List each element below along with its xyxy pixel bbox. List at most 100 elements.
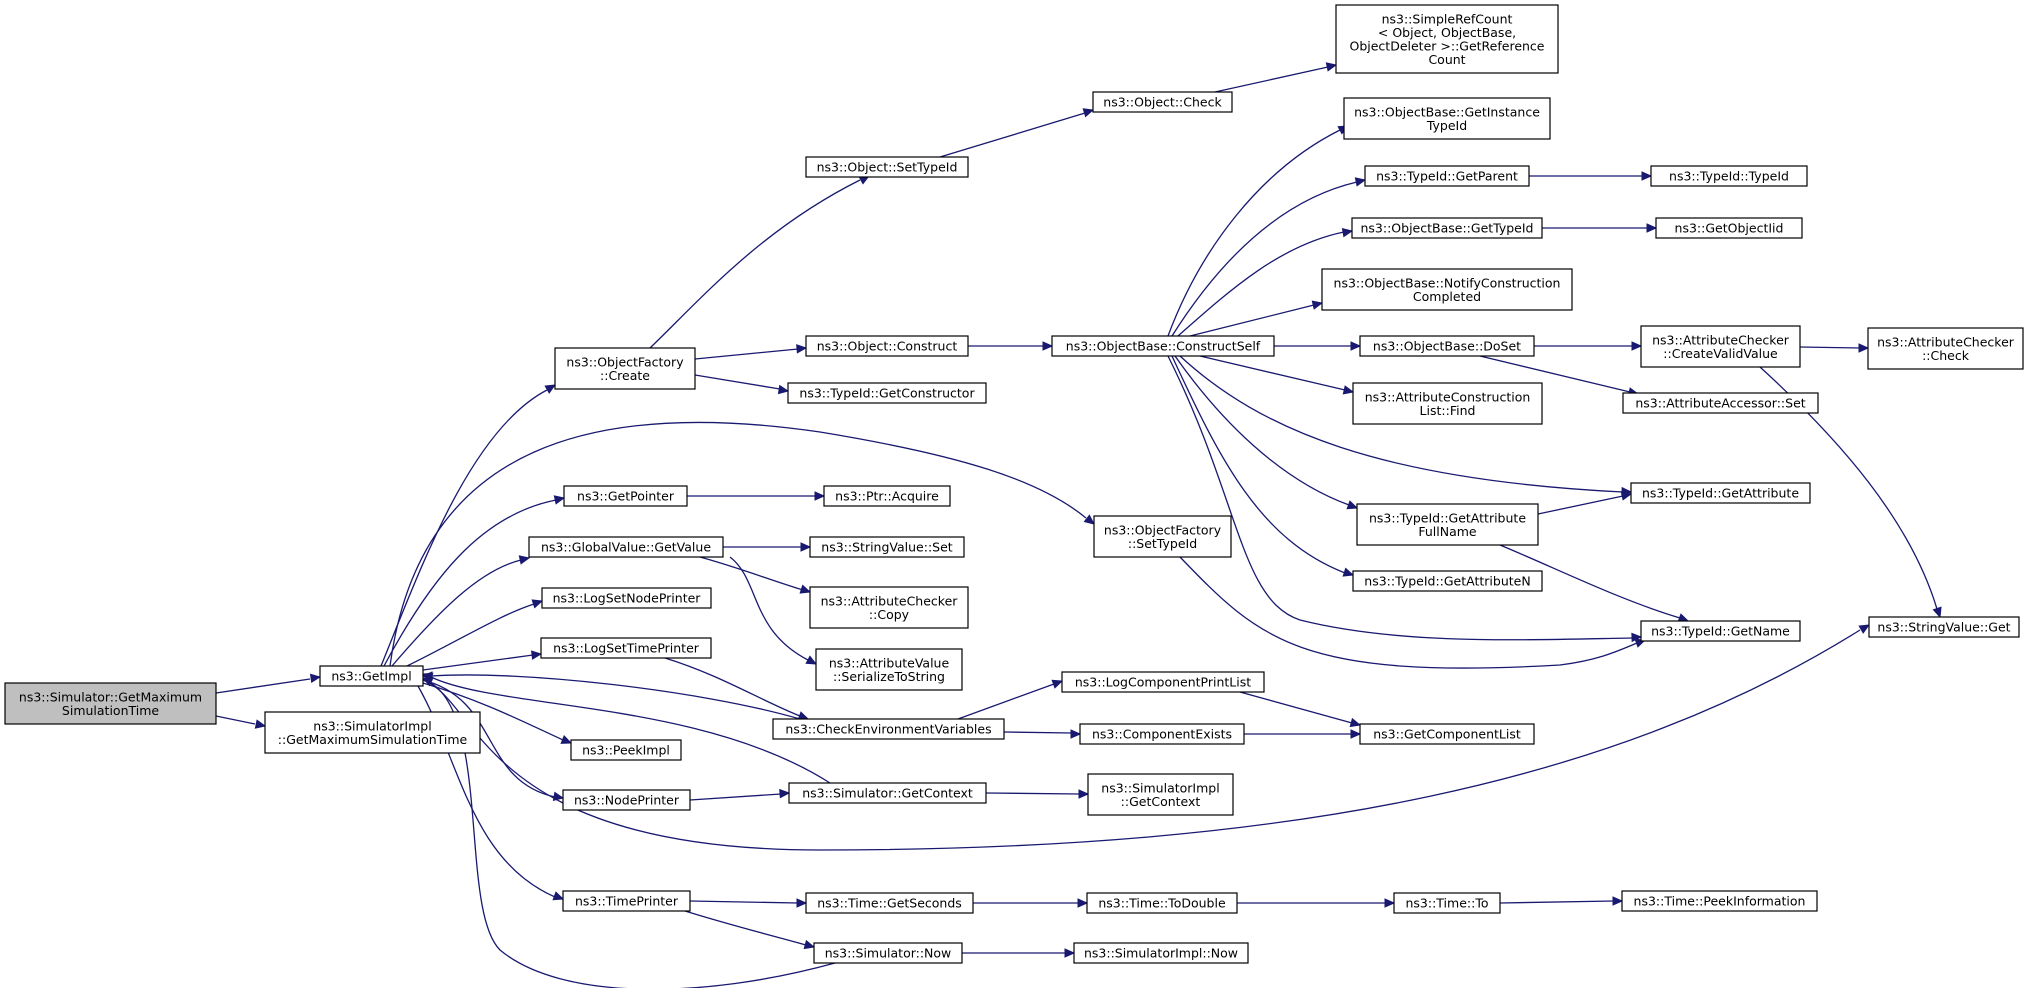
node-box — [540, 637, 712, 659]
arrowhead — [1346, 500, 1359, 510]
edge-ob_constructself-to-ob_getinst — [1167, 125, 1350, 337]
node-logsetnode[interactable]: ns3::LogSetNodePrinter — [541, 587, 712, 609]
node-label: ns3::CheckEnvironmentVariables — [785, 722, 991, 737]
node-obj-check[interactable]: ns3::Object::Check — [1092, 91, 1233, 113]
arrowhead — [1342, 567, 1355, 577]
node-time-getsec[interactable]: ns3::Time::GetSeconds — [805, 892, 974, 914]
call-arrow-line — [1174, 355, 1350, 506]
call-arrow-line — [1537, 495, 1624, 515]
node-ac-check[interactable]: ns3::AttributeChecker::Check — [1867, 327, 2024, 370]
edge-checkenv-to-lcpl — [957, 679, 1064, 720]
node-ob-gettypeid[interactable]: ns3::ObjectBase::GetTypeId — [1351, 217, 1543, 239]
node-av-ser[interactable]: ns3::AttributeValue::SerializeToString — [815, 648, 963, 691]
node-obj-settypeid[interactable]: ns3::Object::SetTypeId — [805, 156, 969, 178]
node-ob-notify[interactable]: ns3::ObjectBase::NotifyConstructionCompl… — [1321, 268, 1573, 311]
node-box — [1079, 723, 1245, 745]
node-of-create[interactable]: ns3::ObjectFactory::Create — [554, 347, 696, 390]
node-label: ::GetContext — [1121, 794, 1201, 809]
node-box — [1621, 890, 1818, 912]
edge-ob_constructself-to-tid_getattrn — [1171, 355, 1355, 577]
node-label: ::CreateValidValue — [1663, 346, 1778, 361]
node-box — [1630, 482, 1811, 504]
node-label: ns3::Ptr::Acquire — [835, 489, 939, 504]
node-tid-getname[interactable]: ns3::TypeId::GetName — [1640, 620, 1801, 642]
node-logsettime[interactable]: ns3::LogSetTimePrinter — [540, 637, 712, 659]
edge-obj_check-to-src_getref — [1214, 62, 1338, 93]
node-label: ns3::AttributeChecker — [1652, 332, 1790, 347]
node-label: ns3::ObjectBase::ConstructSelf — [1066, 339, 1261, 354]
edge-of_create-to-tid_getctor — [694, 374, 790, 395]
node-label: List::Find — [1420, 403, 1476, 418]
call-arrow-line — [1177, 231, 1345, 337]
edge-sim_getcontext-to-getimpl — [421, 672, 831, 784]
node-getcomplist[interactable]: ns3::GetComponentList — [1359, 723, 1535, 745]
node-label: ns3::Object::Check — [1103, 95, 1222, 110]
node-time-peekinfo[interactable]: ns3::Time::PeekInformation — [1621, 890, 1818, 912]
node-label: ns3::LogSetNodePrinter — [553, 591, 702, 606]
node-ac-copy[interactable]: ns3::AttributeChecker::Copy — [809, 586, 969, 629]
node-label: ns3::TypeId::GetAttribute — [1642, 486, 1799, 501]
node-box — [1086, 892, 1238, 914]
edge-getimpl-to-getpointer — [383, 495, 566, 667]
node-box — [805, 156, 969, 178]
arrowhead — [254, 719, 267, 729]
node-aa-set[interactable]: ns3::AttributeAccessor::Set — [1622, 392, 1819, 414]
node-getimpl[interactable]: ns3::GetImpl — [319, 665, 424, 687]
node-simimpl-getmax[interactable]: ns3::SimulatorImpl::GetMaximumSimulation… — [264, 711, 481, 754]
node-box — [1359, 723, 1535, 745]
node-box — [813, 942, 963, 964]
arrowhead — [1646, 223, 1658, 233]
node-sv-set[interactable]: ns3::StringValue::Set — [809, 536, 965, 558]
node-getobjiid[interactable]: ns3::GetObjectIid — [1655, 217, 1803, 239]
node-timeprinter[interactable]: ns3::TimePrinter — [562, 890, 691, 912]
node-label: ns3::TypeId::GetAttribute — [1369, 510, 1526, 525]
edge-ob_constructself-to-tid_getparent — [1171, 177, 1367, 337]
edge-root-to-simimpl_getmax — [215, 715, 267, 729]
node-ob-doset[interactable]: ns3::ObjectBase::DoSet — [1359, 335, 1535, 357]
node-simimpl-now[interactable]: ns3::SimulatorImpl::Now — [1073, 942, 1249, 964]
node-tid-typeid[interactable]: ns3::TypeId::TypeId — [1650, 165, 1808, 187]
edge-tid_getparent-to-tid_typeid — [1529, 171, 1653, 181]
node-ob-constructself[interactable]: ns3::ObjectBase::ConstructSelf — [1051, 335, 1275, 357]
node-tid-getctor[interactable]: ns3::TypeId::GetConstructor — [787, 382, 987, 404]
node-sim-getcontext[interactable]: ns3::Simulator::GetContext — [788, 782, 987, 804]
node-simimpl-getcontext[interactable]: ns3::SimulatorImpl::GetContext — [1087, 773, 1234, 816]
node-ac-createvalid[interactable]: ns3::AttributeChecker::CreateValidValue — [1640, 325, 1801, 368]
node-sv-get[interactable]: ns3::StringValue::Get — [1868, 616, 2020, 638]
arrowhead — [1858, 624, 1871, 634]
call-arrow-line — [689, 900, 799, 904]
node-sim-now[interactable]: ns3::Simulator::Now — [813, 942, 963, 964]
edge-getimpl-to-logsetnode — [406, 599, 544, 667]
node-obj-construct[interactable]: ns3::Object::Construct — [805, 335, 969, 357]
node-label: SimulationTime — [62, 703, 159, 718]
node-checkenv[interactable]: ns3::CheckEnvironmentVariables — [772, 718, 1005, 740]
node-nodeprinter[interactable]: ns3::NodePrinter — [562, 789, 691, 811]
node-ptr-acquire[interactable]: ns3::Ptr::Acquire — [823, 485, 951, 507]
node-label: ns3::Object::SetTypeId — [817, 160, 958, 175]
node-of-settypeid[interactable]: ns3::ObjectFactory::SetTypeId — [1093, 515, 1232, 558]
node-time-todouble[interactable]: ns3::Time::ToDouble — [1086, 892, 1238, 914]
node-getpointer[interactable]: ns3::GetPointer — [563, 485, 688, 507]
edge-getimpl-to-gv_getvalue — [391, 555, 531, 667]
node-src-getref[interactable]: ns3::SimpleRefCount< Object, ObjectBase,… — [1335, 4, 1559, 74]
arrowhead — [1349, 717, 1362, 728]
call-arrow-line — [1239, 691, 1353, 724]
node-tid-getattr[interactable]: ns3::TypeId::GetAttribute — [1630, 482, 1811, 504]
node-gv-getvalue[interactable]: ns3::GlobalValue::GetValue — [528, 536, 724, 558]
node-compexists[interactable]: ns3::ComponentExists — [1079, 723, 1245, 745]
edge-tid_getattrfull-to-tid_getattr — [1537, 491, 1633, 515]
arrowhead — [518, 555, 531, 565]
node-box — [805, 335, 969, 357]
arrowhead — [1077, 898, 1089, 908]
node-peekimpl[interactable]: ns3::PeekImpl — [570, 739, 682, 761]
node-box — [319, 665, 424, 687]
node-time-to[interactable]: ns3::Time::To — [1393, 892, 1501, 914]
node-lcpl[interactable]: ns3::LogComponentPrintList — [1061, 671, 1265, 693]
node-tid-getattrn[interactable]: ns3::TypeId::GetAttributeN — [1352, 570, 1543, 592]
arrowhead — [1064, 948, 1076, 958]
node-tid-getparent[interactable]: ns3::TypeId::GetParent — [1364, 165, 1530, 187]
